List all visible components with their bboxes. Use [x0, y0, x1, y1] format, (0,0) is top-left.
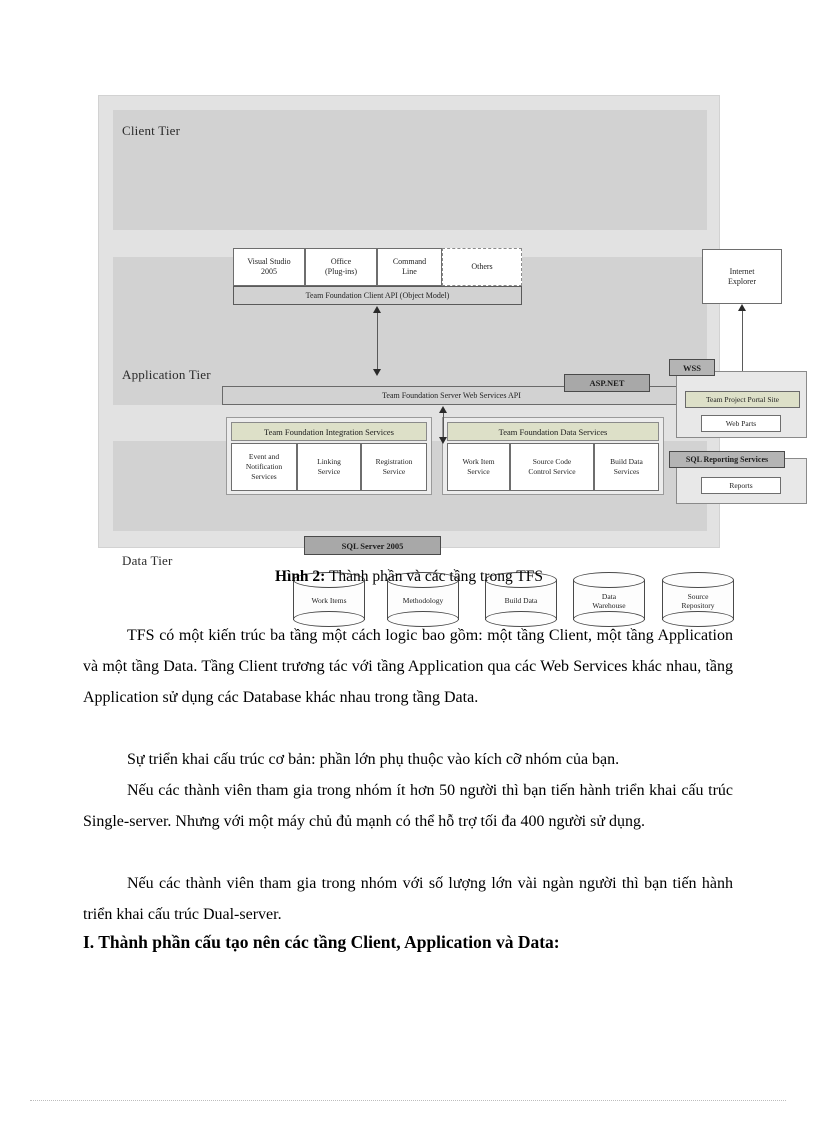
figure-caption-text: Thành phần và các tầng trong TFS	[325, 568, 544, 585]
connector-line-internet-explorer	[742, 310, 743, 378]
tfs-architecture-diagram	[98, 95, 720, 548]
database-label: Data Warehouse	[592, 591, 626, 610]
database-label: Methodology	[402, 596, 444, 606]
connector-arrow-ie-down	[738, 373, 746, 380]
database-label: Work Items	[311, 596, 347, 606]
figure-caption-label: Hình 2:	[274, 568, 326, 585]
application-tier-panel	[113, 257, 707, 405]
database-label: Build Data	[504, 596, 538, 606]
paragraph-1: TFS có một kiến trúc ba tầng một cách lo…	[83, 627, 733, 706]
paragraph-1-container: TFS có một kiến trúc ba tầng một cách lo…	[83, 620, 733, 713]
figure-caption: Hình 2: Thành phần và các tầng trong TFS	[98, 565, 720, 588]
connector-arrow-ie-up	[738, 304, 746, 311]
paragraph-3-container: Nếu các thành viên tham gia trong nhóm í…	[83, 775, 733, 837]
paragraph-4: Nếu các thành viên tham gia trong nhóm v…	[83, 875, 733, 923]
section-heading: I. Thành phần cấu tạo nên các tầng Clien…	[83, 932, 560, 952]
database-label: Source Repository	[681, 591, 715, 610]
data-tier-panel	[113, 441, 707, 531]
paragraph-3: Nếu các thành viên tham gia trong nhóm í…	[83, 782, 733, 830]
paragraph-2: Sự triển khai cấu trúc cơ bản: phần lớn …	[127, 751, 620, 768]
footer-divider	[30, 1100, 786, 1101]
paragraph-2-container: Sự triển khai cấu trúc cơ bản: phần lớn …	[83, 744, 733, 775]
paragraph-4-container: Nếu các thành viên tham gia trong nhóm v…	[83, 868, 733, 930]
client-tier-panel	[113, 110, 707, 230]
